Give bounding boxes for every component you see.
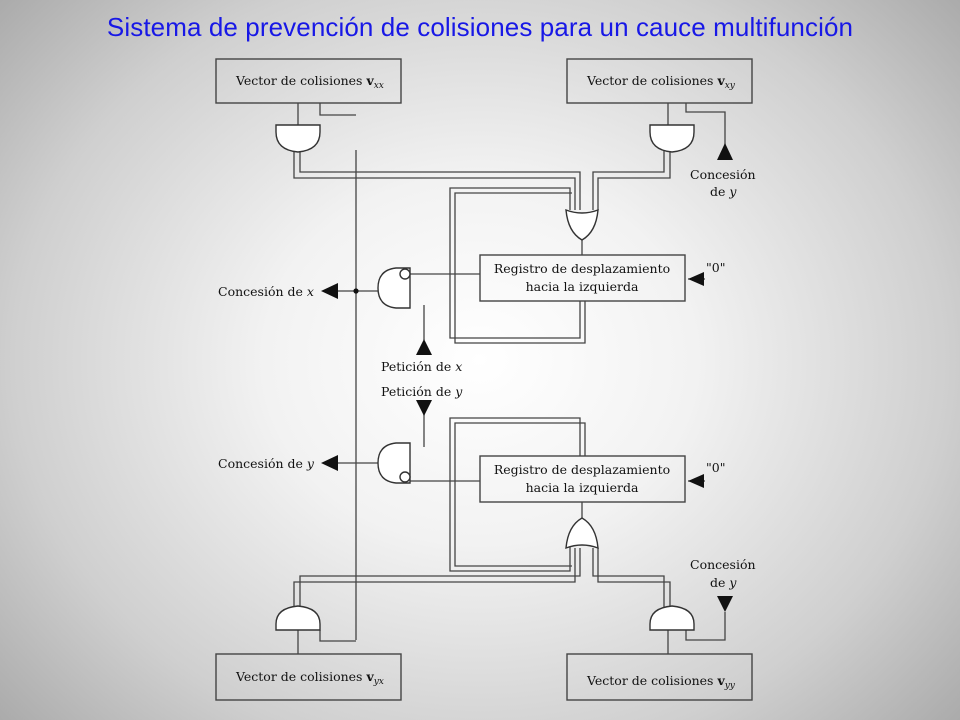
label-concesion-x: Concesión de x bbox=[218, 284, 314, 299]
and-gate-vxy bbox=[649, 124, 695, 153]
and-gate-vyy bbox=[649, 605, 695, 631]
svg-text:hacia la izquierda: hacia la izquierda bbox=[526, 480, 639, 495]
wires bbox=[293, 103, 726, 654]
or-gate-top bbox=[565, 208, 599, 241]
svg-text:de y: de y bbox=[710, 575, 737, 590]
arrow-down-icon bbox=[717, 596, 733, 612]
arrow-left-icon bbox=[321, 455, 338, 471]
label-concesion-y-bottom: Concesión de y bbox=[690, 557, 756, 590]
label-peticion-y: Petición de y bbox=[381, 384, 463, 399]
box-shift-register-top: Registro de desplazamiento hacia la izqu… bbox=[479, 254, 686, 302]
svg-text:Vector de colisiones vyx: Vector de colisiones vyx bbox=[235, 669, 384, 687]
svg-text:de y: de y bbox=[710, 184, 737, 199]
and-gate-grant-x bbox=[377, 267, 411, 309]
arrow-up-icon bbox=[717, 143, 733, 160]
label-peticion-x: Petición de x bbox=[381, 359, 462, 374]
arrow-left-icon bbox=[321, 283, 338, 299]
svg-text:Vector de colisiones vxy: Vector de colisiones vxy bbox=[586, 73, 736, 91]
svg-text:Vector de colisiones vxx: Vector de colisiones vxx bbox=[235, 73, 384, 91]
label-zero-bottom: "0" bbox=[706, 460, 725, 475]
arrow-down-icon bbox=[416, 400, 432, 416]
and-gate-vxx bbox=[275, 124, 321, 153]
box-vector-vyx: Vector de colisiones vyx bbox=[215, 653, 402, 701]
box-vector-vxx: Vector de colisiones vxx bbox=[215, 58, 402, 104]
label-concesion-y-mid: Concesión de y bbox=[218, 456, 315, 471]
and-gate-grant-y bbox=[377, 442, 411, 484]
label-zero-top: "0" bbox=[706, 260, 725, 275]
svg-text:Vector de colisiones vyy: Vector de colisiones vyy bbox=[586, 673, 736, 691]
and-gate-vyx bbox=[275, 605, 321, 631]
label-concesion-y-top: Concesión de y bbox=[690, 167, 756, 199]
or-gate-bottom bbox=[565, 517, 599, 550]
arrow-left-icon bbox=[688, 272, 704, 286]
box-shift-register-bottom: Registro de desplazamiento hacia la izqu… bbox=[479, 455, 686, 503]
page-title: Sistema de prevención de colisiones para… bbox=[106, 12, 854, 42]
arrow-left-icon bbox=[688, 474, 704, 488]
svg-text:Concesión: Concesión bbox=[690, 557, 756, 572]
box-vector-vyy: Vector de colisiones vyy bbox=[566, 653, 753, 701]
box-vector-vxy: Vector de colisiones vxy bbox=[566, 58, 753, 104]
svg-text:hacia la izquierda: hacia la izquierda bbox=[526, 279, 639, 294]
svg-text:Registro de desplazamiento: Registro de desplazamiento bbox=[494, 261, 670, 276]
svg-text:Registro de desplazamiento: Registro de desplazamiento bbox=[494, 462, 670, 477]
svg-text:Concesión: Concesión bbox=[690, 167, 756, 182]
arrow-up-icon bbox=[416, 339, 432, 355]
